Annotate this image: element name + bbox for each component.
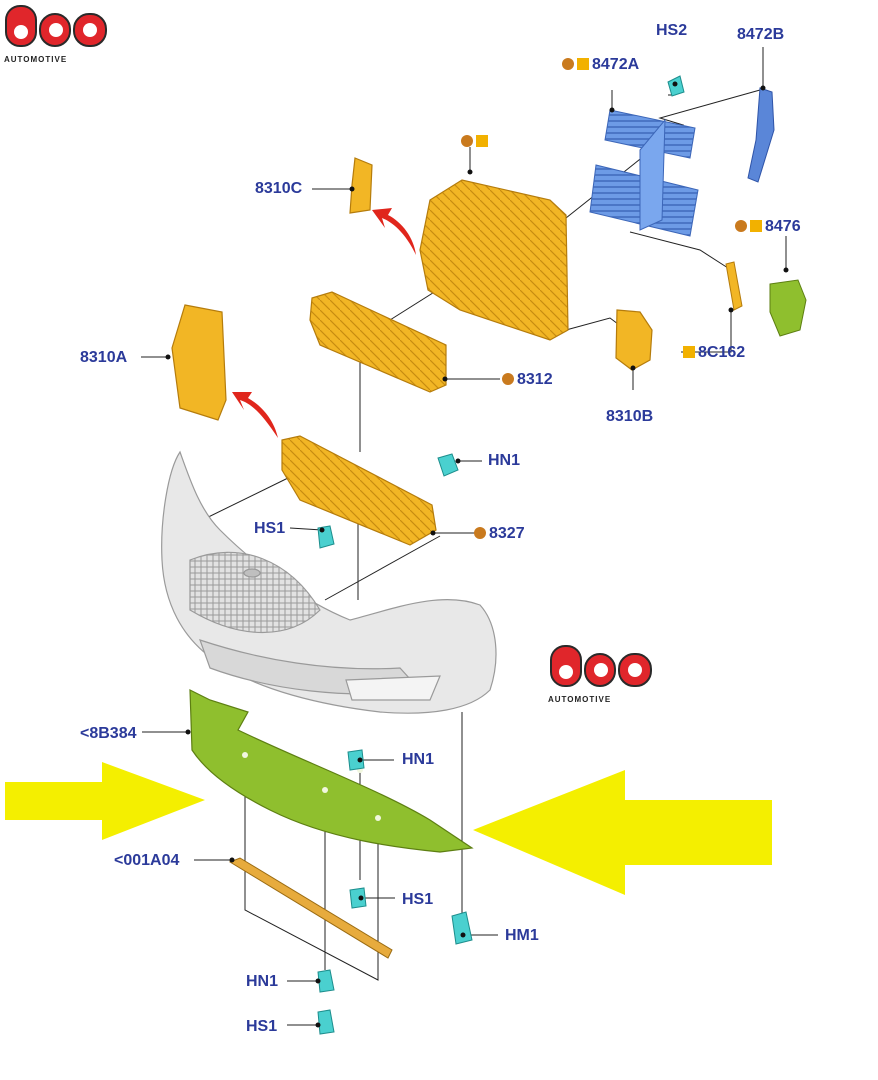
square-symbol-icon [577,58,589,70]
label-hs1-top: HS1 [254,520,286,537]
label-hn1-mid: HN1 [402,751,435,768]
label-8b384: <8B384 [80,725,137,742]
label-8472b: 8472B [737,26,785,43]
red-arrows [232,208,416,438]
label-8c162: 8C162 [683,344,745,362]
label-001a04: <001A04 [114,852,180,869]
circle-symbol-icon [502,373,514,385]
grille-shutter-8472a [589,109,699,237]
label-8310c: 8310C [255,180,303,197]
clip-hs1-bot [317,1009,335,1035]
clip-hn1-top [437,453,459,477]
bracket-8c162 [725,261,743,311]
brand-tagline: AUTOMOTIVE [4,55,68,64]
leader-dots [165,81,789,1028]
reinforcement-strip-001a04 [228,857,393,959]
clip-hm1 [451,911,473,945]
clip-hs1-mid [349,887,367,909]
label-hn1-top: HN1 [488,452,521,469]
radiator-support [419,179,569,341]
brand-logo-top: AUTOMOTIVE [4,4,110,64]
actuator-8476 [769,279,807,337]
shutter-bracket-8472b [747,87,775,183]
yellow-arrow-left [473,770,772,895]
label-8476: 8476 [735,218,801,236]
label-hs1-bot: HS1 [246,1018,278,1035]
clip-hn1-bot [317,969,335,993]
circle-symbol-icon [474,527,486,539]
bcp-logo-mark [550,645,652,687]
air-guide-8310c [349,157,373,214]
label-hm1: HM1 [505,927,539,944]
label-hs1-mid: HS1 [402,891,434,908]
bumper-carrier-8327 [281,435,437,546]
square-symbol-icon [750,220,762,232]
air-guide-8310b [615,309,653,371]
symbols-radiator-support [461,133,491,151]
label-8310b: 8310B [606,408,654,425]
clip-hn1-mid [347,749,365,771]
bcp-logo-mark [5,5,107,47]
circle-symbol-icon [461,135,473,147]
label-8310a: 8310A [80,349,128,366]
label-hn1-bot: HN1 [246,973,279,990]
front-bumper [161,450,497,714]
label-8327: 8327 [474,525,525,543]
brand-logo-mid: AUTOMOTIVE [548,644,656,704]
upper-carrier-8312 [309,291,447,393]
square-symbol-icon [476,135,488,147]
label-8472a: 8472A [562,56,639,74]
square-symbol-icon [683,346,695,358]
lower-undertray-8b384 [189,689,474,853]
circle-symbol-icon [735,220,747,232]
circle-symbol-icon [562,58,574,70]
air-guide-8310a [171,304,227,421]
label-8312: 8312 [502,371,553,389]
brand-tagline: AUTOMOTIVE [548,695,612,704]
yellow-arrow-right [5,762,205,840]
fastener-clips [317,75,685,1035]
label-hs2: HS2 [656,22,688,39]
